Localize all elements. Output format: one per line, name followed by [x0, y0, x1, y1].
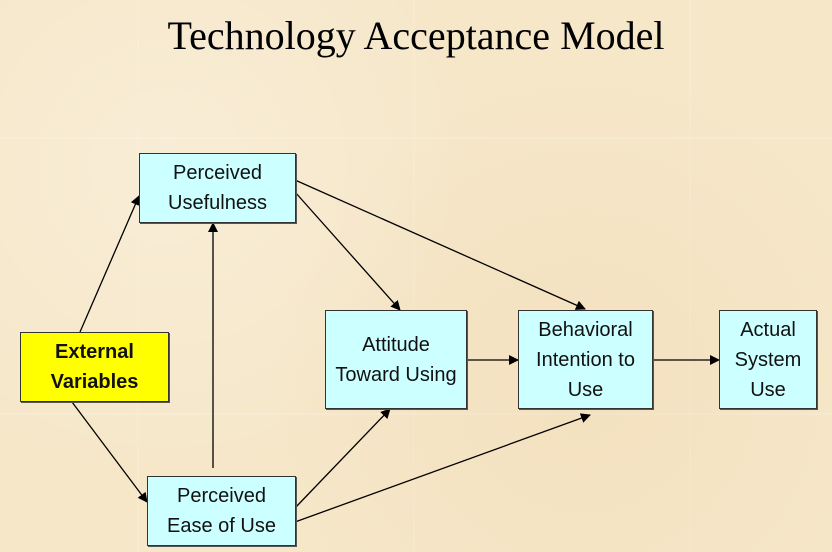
arrow-ease-to-attitude: [294, 408, 391, 509]
node-perceived-usefulness: Perceived Usefulness: [139, 153, 296, 223]
node-behavioral-intention: Behavioral Intention to Use: [518, 310, 653, 409]
node-actual-system-use: Actual System Use: [719, 310, 817, 409]
arrow-usefulness-to-intention: [294, 179, 586, 310]
arrow-usefulness-to-attitude: [294, 191, 401, 311]
arrow-ease-to-intention: [294, 413, 591, 523]
arrow-external-to-ease: [71, 401, 148, 503]
page-title: Technology Acceptance Model: [167, 13, 665, 58]
arrow-external-to-usefulness: [79, 195, 141, 333]
node-attitude-toward-using: Attitude Toward Using: [325, 310, 467, 409]
node-perceived-ease-of-use: Perceived Ease of Use: [147, 476, 296, 546]
node-external-variables: External Variables: [20, 332, 169, 402]
